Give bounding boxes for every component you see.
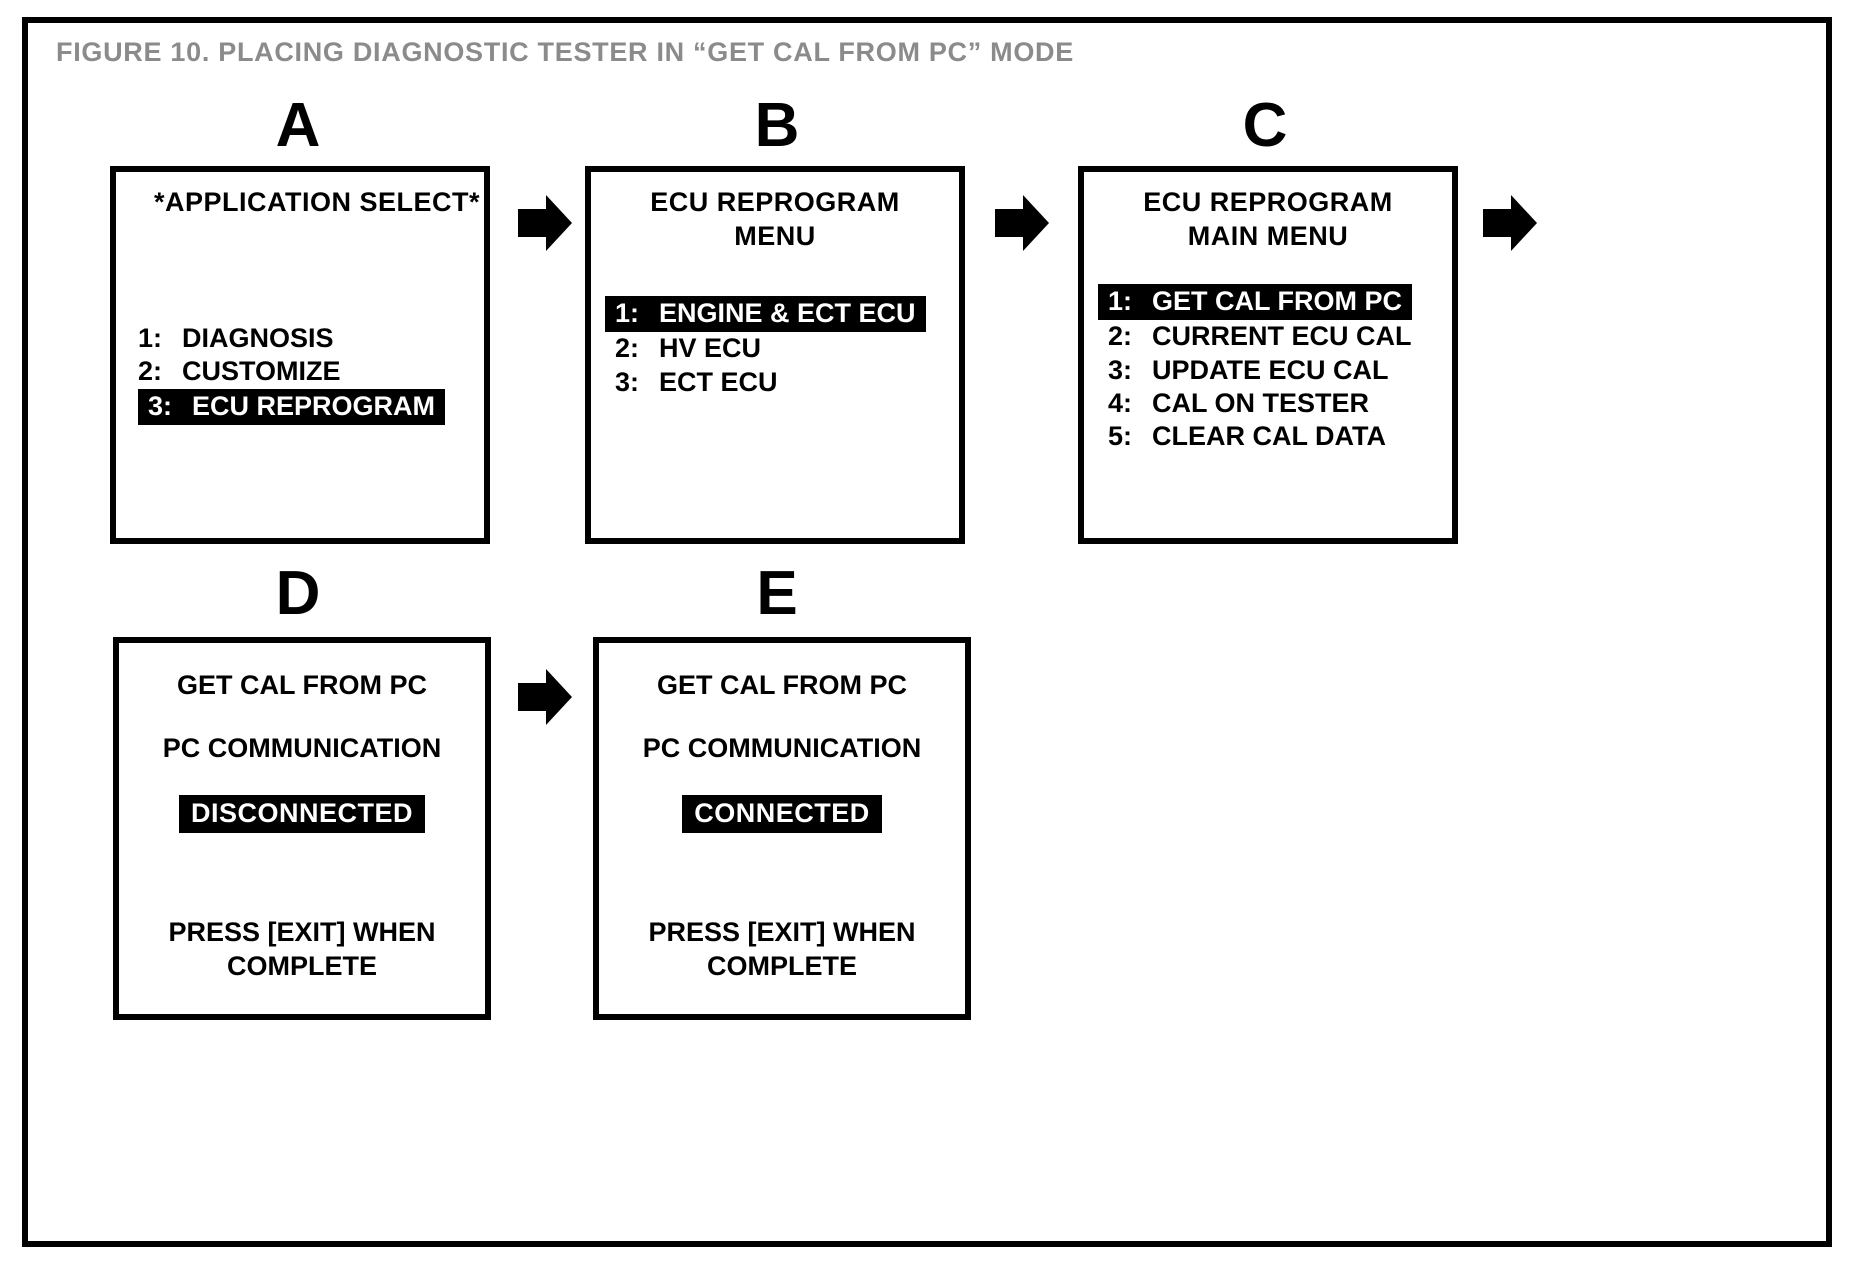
menu-item-number: 1:	[1108, 286, 1133, 316]
screen-e-footer-line2: COMPLETE	[706, 951, 857, 981]
menu-item[interactable]: 5: CLEAR CAL DATA	[1098, 420, 1412, 453]
arrow-d-to-e-icon	[518, 667, 572, 727]
screen-c: ECU REPROGRAM MAIN MENU 1: GET CAL FROM P…	[1078, 166, 1458, 544]
panel-letter-b: B	[754, 91, 800, 160]
menu-item-selected[interactable]: 1: GET CAL FROM PC	[1098, 284, 1413, 321]
screen-e: GET CAL FROM PC PC COMMUNICATION CONNECT…	[593, 637, 971, 1020]
panel-letter-c: C	[1242, 91, 1288, 160]
menu-item-selected[interactable]: 3: ECU REPROGRAM	[138, 388, 446, 425]
screen-b-menu: 1: ENGINE & ECT ECU 2: HV ECU 3: ECT ECU	[605, 296, 926, 399]
screen-a-menu: 1: DIAGNOSIS 2: CUSTOMIZE 3: ECU REPROGRAM	[138, 322, 446, 425]
screen-e-status-badge: CONNECTED	[682, 795, 882, 833]
menu-item-number: 3:	[148, 390, 173, 421]
screen-e-line1: GET CAL FROM PC	[656, 670, 907, 700]
arrow-b-to-c-icon	[995, 193, 1049, 253]
menu-item[interactable]: 2: CURRENT ECU CAL	[1098, 320, 1412, 353]
menu-item[interactable]: 3: ECT ECU	[605, 366, 926, 399]
figure-caption: FIGURE 10. PLACING DIAGNOSTIC TESTER IN …	[56, 37, 1074, 67]
screen-b-title-line1: ECU REPROGRAM	[650, 187, 900, 217]
arrow-c-to-d-icon	[1483, 193, 1537, 253]
screen-e-footer-line1: PRESS [EXIT] WHEN	[648, 917, 916, 947]
screen-b: ECU REPROGRAM MENU 1: ENGINE & ECT ECU 2:…	[585, 166, 965, 544]
screen-d-line2: PC COMMUNICATION	[162, 733, 442, 763]
menu-item-label: DIAGNOSIS	[182, 323, 334, 353]
menu-item[interactable]: 4: CAL ON TESTER	[1098, 387, 1412, 420]
screen-a: *APPLICATION SELECT* 1: DIAGNOSIS 2: CUSTO…	[110, 166, 490, 544]
menu-item-number: 3:	[615, 366, 640, 397]
screen-e-line2: PC COMMUNICATION	[642, 733, 922, 763]
menu-item-label: ENGINE & ECT ECU	[659, 298, 916, 328]
menu-item-label: ECU REPROGRAM	[192, 390, 436, 421]
menu-item-label: CAL ON TESTER	[1152, 387, 1370, 418]
screen-d: GET CAL FROM PC PC COMMUNICATION DISCONN…	[113, 637, 491, 1020]
panel-letter-a: A	[275, 91, 321, 160]
menu-item-label: HV ECU	[659, 333, 762, 364]
menu-item-number: 2:	[138, 356, 163, 387]
menu-item-label: CUSTOMIZE	[182, 356, 341, 387]
screen-d-footer-line1: PRESS [EXIT] WHEN	[168, 917, 436, 947]
menu-item-label: ECT ECU	[659, 366, 778, 397]
screen-b-title-line2: MENU	[734, 221, 816, 251]
menu-item[interactable]: 3: UPDATE ECU CAL	[1098, 354, 1412, 387]
menu-item-number: 2:	[1108, 321, 1133, 352]
panel-letter-e: E	[756, 559, 798, 628]
menu-item-number: 3:	[1108, 354, 1133, 385]
screen-c-menu: 1: GET CAL FROM PC 2: CURRENT ECU CAL 3: UP…	[1098, 284, 1413, 454]
menu-item-number: 4:	[1108, 387, 1133, 418]
menu-item-label: UPDATE ECU CAL	[1152, 354, 1389, 385]
menu-item-label: GET CAL FROM PC	[1152, 286, 1403, 316]
menu-item-number: 5:	[1108, 421, 1133, 452]
screen-d-line1: GET CAL FROM PC	[176, 670, 427, 700]
menu-item-number: 1:	[138, 323, 163, 353]
menu-item[interactable]: 2: CUSTOMIZE	[138, 355, 445, 388]
menu-item[interactable]: 2: HV ECU	[605, 332, 926, 365]
screen-d-footer-line2: COMPLETE	[226, 951, 377, 981]
arrow-a-to-b-icon	[518, 193, 572, 253]
menu-item-label: CURRENT ECU CAL	[1152, 321, 1412, 352]
screen-c-title-line2: MAIN MENU	[1187, 221, 1349, 251]
screen-d-status-badge: DISCONNECTED	[178, 795, 425, 833]
panel-letter-d: D	[275, 559, 321, 628]
menu-item-number: 1:	[615, 298, 640, 328]
menu-item-selected[interactable]: 1: ENGINE & ECT ECU	[605, 296, 926, 333]
menu-item-number: 2:	[615, 333, 640, 364]
menu-item-label: CLEAR CAL DATA	[1152, 421, 1386, 452]
menu-item[interactable]: 1: DIAGNOSIS	[138, 322, 445, 355]
screen-c-title-line1: ECU REPROGRAM	[1143, 187, 1393, 217]
screen-a-title: *APPLICATION SELECT*	[154, 187, 481, 217]
